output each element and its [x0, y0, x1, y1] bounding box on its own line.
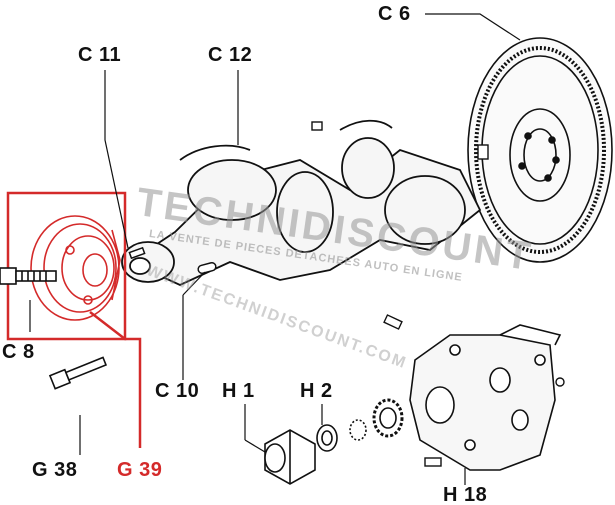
label-c10: C 10 [155, 380, 200, 402]
label-c8: C 8 [2, 341, 35, 363]
pump-screw [424, 457, 442, 467]
washer [349, 419, 367, 441]
gear-h1 [264, 429, 316, 485]
crankshaft [121, 119, 482, 286]
highlight-leader [89, 311, 142, 448]
pump-plug [555, 377, 565, 387]
bolt-g38 [48, 356, 108, 390]
label-c6: C 6 [378, 3, 411, 25]
dowel-pin [311, 121, 323, 131]
sprocket [372, 398, 404, 438]
oil-pump-housing [409, 324, 562, 471]
label-h18: H 18 [443, 484, 488, 505]
pump-bolt [383, 314, 403, 330]
leader-lines [29, 13, 521, 485]
bearing-h2 [316, 424, 338, 452]
label-g38: G 38 [32, 459, 78, 481]
label-c12: C 12 [208, 44, 253, 66]
key-c10 [197, 261, 217, 275]
key-c11 [128, 246, 146, 260]
label-g39: G 39 [117, 459, 163, 481]
highlight-box [6, 191, 127, 341]
label-h2: H 2 [300, 380, 333, 402]
crankshaft-pulley [30, 215, 121, 321]
bush [477, 144, 489, 160]
pulley-bolt [0, 267, 57, 285]
label-h1: H 1 [222, 380, 255, 402]
label-c11: C 11 [78, 44, 122, 66]
flywheel [467, 37, 613, 263]
